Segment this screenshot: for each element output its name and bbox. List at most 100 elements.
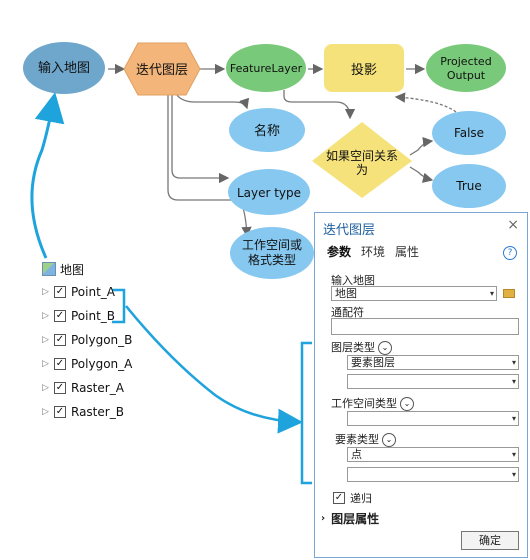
tab-parameters[interactable]: 参数 [327, 245, 352, 259]
callout-arrow-to-input [30, 92, 65, 259]
feature-type-value: 点 [351, 448, 362, 461]
edge-false-project [394, 92, 457, 113]
if-spatial-label-2: 为 [356, 163, 368, 177]
layer-label: Point_B [71, 309, 116, 323]
layer-checkbox[interactable]: ✓ [54, 382, 66, 394]
layer-label: Raster_A [71, 381, 124, 395]
input-map-label: 输入地图 [331, 274, 375, 287]
projected-output-label-1: Projected [440, 55, 491, 68]
recursive-label: 递归 [350, 492, 372, 505]
project-tool-node[interactable] [324, 44, 404, 92]
layer-checkbox[interactable]: ✓ [54, 334, 66, 346]
feature-type-row: 要素类型⌄ [335, 431, 396, 447]
feature-layer-node-label: FeatureLayer [230, 62, 303, 75]
workspace-type-label-2: 格式类型 [248, 252, 296, 267]
close-icon[interactable]: × [507, 217, 519, 233]
ok-button[interactable]: 确定 [461, 531, 519, 550]
expand-feature-type-button[interactable]: ⌄ [382, 433, 396, 447]
layer-type-node[interactable] [228, 169, 310, 215]
callout-arrow-to-panel [125, 305, 303, 434]
help-icon[interactable]: ? [503, 246, 517, 260]
layer-item[interactable]: ▷ ✓ Point_A [42, 280, 132, 304]
workspace-type-node[interactable] [230, 227, 314, 279]
layer-label: Polygon_A [71, 357, 133, 371]
wildcard-input[interactable] [331, 318, 519, 335]
layer-properties-label: 图层属性 [331, 512, 380, 526]
project-tool-node-label: 投影 [351, 62, 377, 78]
recursive-row[interactable]: ✓ 递归 [333, 490, 372, 506]
feature-type-select-1[interactable]: 点 ▾ [347, 447, 519, 462]
input-map-value: 地图 [335, 287, 357, 300]
true-node-label: True [455, 179, 482, 193]
edge-condition-false [409, 136, 434, 156]
tab-environments[interactable]: 环境 [361, 245, 386, 259]
layer-item[interactable]: ▷ ✓ Polygon_A [42, 352, 132, 376]
layer-type-row: 图层类型⌄ [331, 339, 392, 355]
layer-item[interactable]: ▷ ✓ Polygon_B [42, 328, 132, 352]
projected-output-label-2: Output [447, 69, 486, 82]
expand-icon[interactable]: ▷ [42, 407, 49, 417]
workspace-type-label: 工作空间类型 [331, 397, 397, 410]
workspace-type-row: 工作空间类型⌄ [331, 395, 414, 411]
chevron-down-icon: ▾ [511, 377, 516, 386]
layer-checkbox[interactable]: ✓ [54, 358, 66, 370]
folder-icon[interactable] [503, 289, 515, 298]
false-node[interactable] [432, 111, 506, 155]
if-spatial-relation-node[interactable] [312, 122, 412, 198]
edge-iterate-name [174, 91, 250, 110]
true-node[interactable] [432, 164, 506, 208]
layer-item[interactable]: ▷ ✓ Point_B [42, 304, 132, 328]
layer-label: Point_A [71, 285, 116, 299]
layer-checkbox[interactable]: ✓ [54, 406, 66, 418]
wildcard-label: 通配符 [331, 306, 364, 319]
expand-icon[interactable]: ▷ [42, 383, 49, 393]
callout-bracket-panel [300, 341, 312, 485]
layer-label: Raster_B [71, 405, 124, 419]
dialog-tabs: 参数 环境 属性 [327, 243, 419, 260]
expand-workspace-type-button[interactable]: ⌄ [400, 397, 414, 411]
layer-type-node-label: Layer type [237, 186, 301, 200]
feature-layer-node[interactable] [226, 44, 306, 92]
workspace-type-select[interactable]: ▾ [347, 411, 519, 426]
if-spatial-label-1: 如果空间关系 [326, 148, 398, 163]
layer-type-value: 要素图层 [351, 356, 395, 369]
input-map-select[interactable]: 地图 ▾ [331, 286, 497, 301]
layer-type-label: 图层类型 [331, 341, 375, 354]
layer-properties-section[interactable]: › 图层属性 [321, 510, 379, 527]
layer-checkbox[interactable]: ✓ [54, 286, 66, 298]
workspace-type-label-1: 工作空间或 [242, 238, 302, 252]
chevron-down-icon: ▾ [511, 358, 516, 367]
chevron-down-icon: ▾ [511, 450, 516, 459]
layer-checkbox[interactable]: ✓ [54, 310, 66, 322]
expand-icon[interactable]: ▷ [42, 335, 49, 345]
layer-type-select-1[interactable]: 要素图层 ▾ [347, 355, 519, 370]
chevron-down-icon: ▾ [489, 289, 494, 298]
tree-root-label: 地图 [60, 262, 85, 277]
map-icon [42, 262, 56, 276]
map-contents-tree: 地图 ▷ ✓ Point_A ▷ ✓ Point_B ▷ ✓ Polygon_B ▷ ✓ Pol… [36, 258, 132, 424]
chevron-down-icon: ▾ [511, 414, 516, 423]
expand-icon[interactable]: ▷ [42, 359, 49, 369]
chevron-down-icon: ▾ [511, 470, 516, 479]
expand-icon[interactable]: ▷ [42, 287, 49, 297]
name-node[interactable] [229, 108, 305, 152]
tab-properties[interactable]: 属性 [395, 245, 420, 259]
layer-item[interactable]: ▷ ✓ Raster_A [42, 376, 132, 400]
tree-root-map[interactable]: 地图 [36, 258, 132, 280]
layer-type-select-2[interactable]: ▾ [347, 374, 519, 389]
false-node-label: False [454, 126, 484, 140]
iterate-layers-node[interactable] [123, 42, 201, 96]
expand-layer-type-button[interactable]: ⌄ [378, 341, 392, 355]
callout-bracket-points [112, 288, 126, 324]
layer-item[interactable]: ▷ ✓ Raster_B [42, 400, 132, 424]
layer-label: Polygon_B [71, 333, 133, 347]
feature-type-select-2[interactable]: ▾ [347, 467, 519, 482]
input-map-node[interactable] [23, 42, 105, 94]
dialog-title: 迭代图层 [323, 223, 376, 238]
chevron-right-icon: › [321, 513, 326, 524]
iterate-layers-dialog: 迭代图层 × 参数 环境 属性 ? 输入地图 地图 ▾ 通配符 图层类型⌄ 要素… [314, 212, 528, 558]
expand-icon[interactable]: ▷ [42, 311, 49, 321]
recursive-checkbox[interactable]: ✓ [333, 492, 345, 504]
projected-output-node[interactable] [426, 44, 506, 92]
